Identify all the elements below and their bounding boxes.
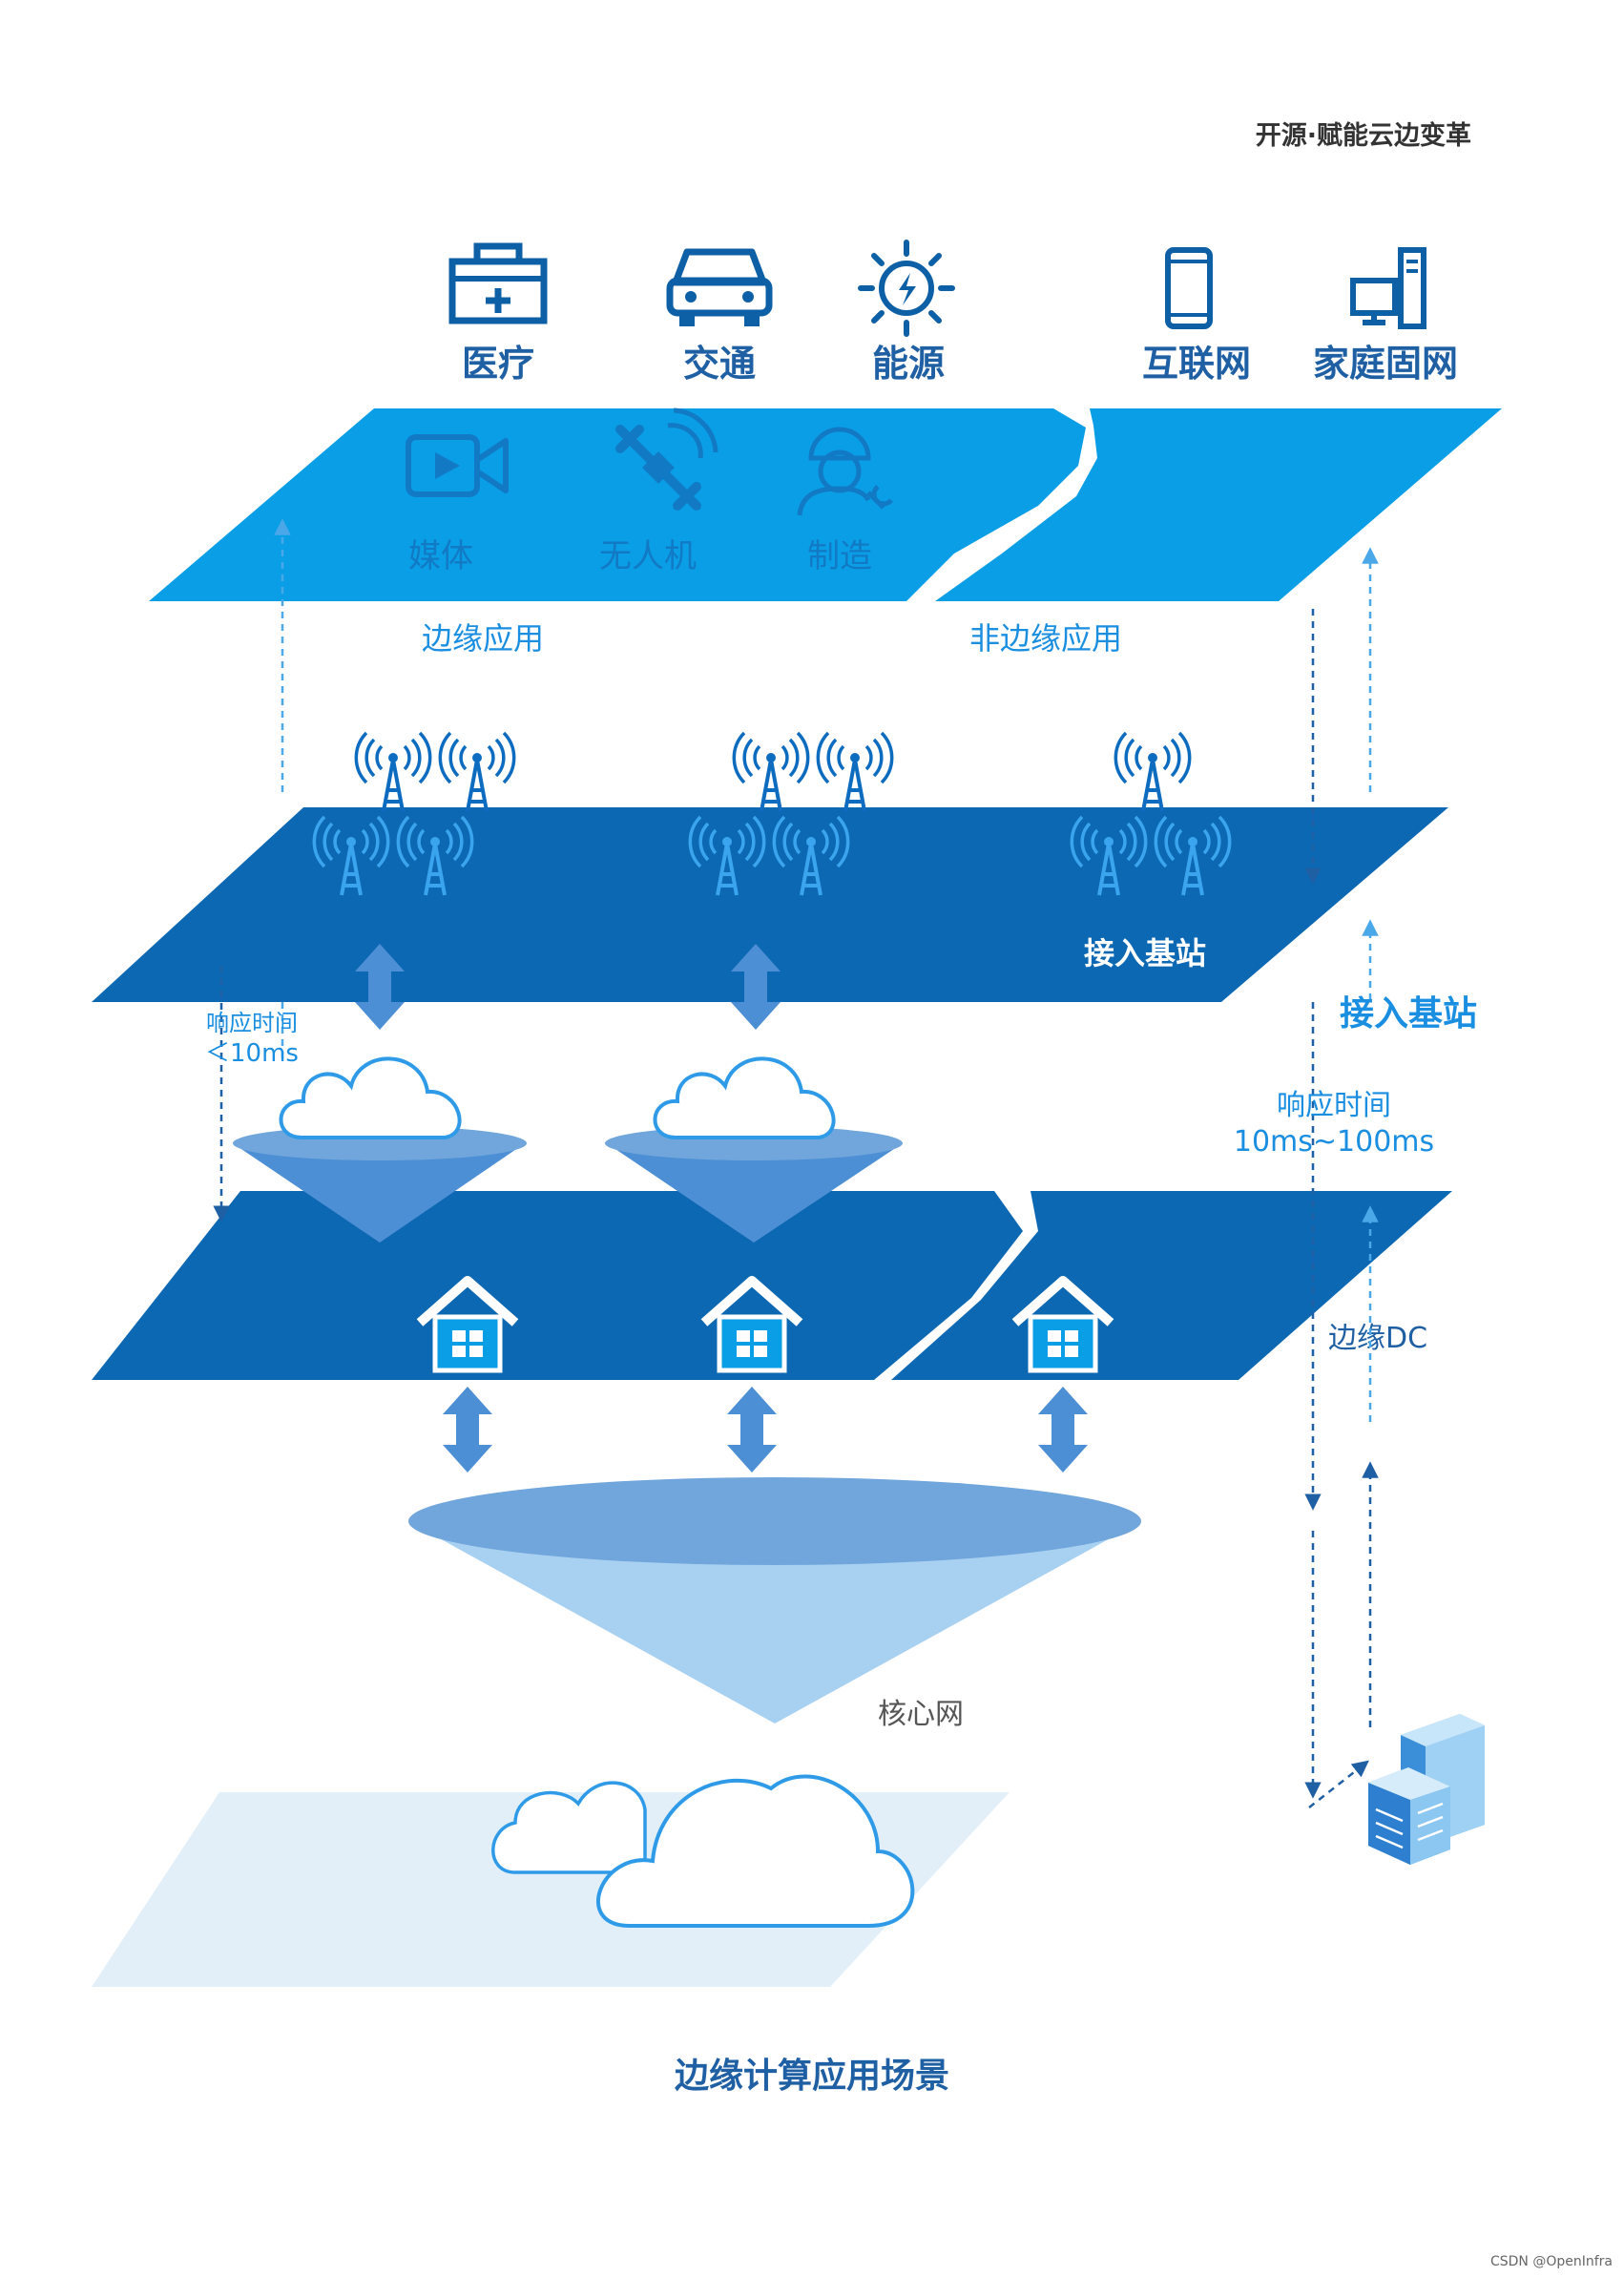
response-time-slow-label: 响应时间 xyxy=(1277,1089,1391,1122)
edge-cone xyxy=(233,1143,525,1243)
industry-label: 家庭固网 xyxy=(1313,343,1458,385)
app-item-label: 无人机 xyxy=(599,537,697,575)
smartphone-icon xyxy=(1165,247,1213,329)
response-time-fast-value: ＜10ms xyxy=(205,1039,299,1068)
response-time-fast-label: 响应时间 xyxy=(206,1010,298,1036)
edge-app-label: 边缘应用 xyxy=(422,620,544,657)
edge-dc-label: 边缘DC xyxy=(1328,1322,1427,1355)
industry-label: 医疗 xyxy=(462,343,534,385)
edge-cone xyxy=(607,1143,903,1243)
desktop-computer-icon xyxy=(1350,247,1426,329)
edge-dc-layer-left xyxy=(92,1191,1023,1380)
app-layer-right xyxy=(935,408,1502,601)
energy-sun-icon xyxy=(858,240,955,337)
access-station-label: 接入基站 xyxy=(1084,935,1206,971)
signal-tower-icon xyxy=(438,731,516,813)
medical-kit-icon xyxy=(448,242,548,324)
cloud-icon xyxy=(653,1056,836,1139)
industry-label: 互联网 xyxy=(1142,343,1251,385)
engineer-wrench-icon xyxy=(797,427,893,516)
watermark: CSDN @OpenInfra xyxy=(1489,2254,1613,2269)
core-network-cone xyxy=(408,1521,1141,1723)
core-network-disk xyxy=(408,1477,1141,1565)
response-time-slow-value: 10ms~100ms xyxy=(1234,1125,1434,1159)
up-down-arrow-icon xyxy=(727,1387,777,1473)
signal-tower-icon xyxy=(1114,731,1192,813)
cloud-icon xyxy=(279,1056,462,1139)
signal-tower-icon xyxy=(816,731,894,813)
signal-tower-icon xyxy=(354,731,432,813)
up-down-arrow-icon xyxy=(1038,1387,1088,1473)
app-item-label: 制造 xyxy=(807,537,872,575)
core-network-label: 核心网 xyxy=(878,1698,964,1731)
header-title: 开源·赋能云边变革 xyxy=(1255,121,1471,151)
access-station-side-label: 接入基站 xyxy=(1340,994,1477,1034)
industry-label: 能源 xyxy=(872,343,945,385)
cloud-icon-large xyxy=(491,1774,915,1928)
signal-tower-icon xyxy=(732,731,810,813)
diagram-caption: 边缘计算应用场景 xyxy=(674,2057,949,2096)
datacenter-dashed-arrow xyxy=(1308,1760,1369,1808)
up-down-arrow-icon xyxy=(443,1387,492,1473)
access-station-layer xyxy=(92,807,1448,1002)
app-item-label: 媒体 xyxy=(408,537,473,575)
industry-label: 交通 xyxy=(683,343,756,385)
datacenter-building-icon xyxy=(1368,1714,1485,1865)
car-icon xyxy=(666,248,773,326)
video-camera-icon xyxy=(406,434,509,497)
non-edge-app-label: 非边缘应用 xyxy=(969,620,1122,657)
